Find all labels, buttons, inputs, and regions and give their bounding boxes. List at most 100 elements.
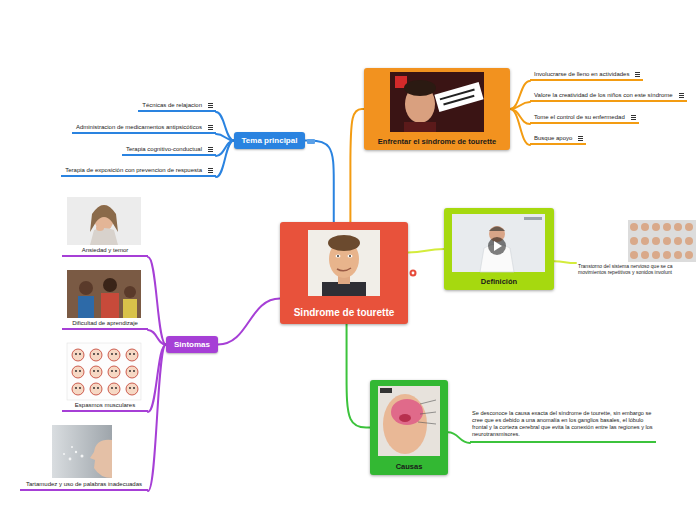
branch-connector xyxy=(347,324,370,428)
symptom-caption: Ansiedad y temor xyxy=(62,247,148,257)
spasm-cartoons-part xyxy=(133,387,135,389)
speech-photo-part xyxy=(69,458,72,461)
faces-thumbnail-part xyxy=(641,223,649,231)
brain-illustration xyxy=(378,386,440,456)
spasm-cartoons-part xyxy=(90,349,102,361)
coping-photo-part xyxy=(443,95,474,106)
link-icon xyxy=(307,139,315,144)
anxiety-photo-part xyxy=(96,225,104,231)
branch-connector xyxy=(216,134,234,141)
brain-illustration-part xyxy=(380,388,392,393)
faces-thumbnail-part xyxy=(674,251,682,259)
definition-note: Transtorno del sistema nervioso que se c… xyxy=(576,263,694,279)
node-text: Administracion de medicamentos antipsicó… xyxy=(76,124,202,130)
spasm-cartoons-part xyxy=(90,383,102,395)
spasm-cartoons-part xyxy=(115,387,117,389)
coping-photo-part xyxy=(395,76,407,88)
central-topic: Sindrome de tourette xyxy=(280,222,408,324)
speech-photo-part xyxy=(71,446,73,448)
learning-photo-part xyxy=(78,296,94,318)
subtopic: Terapia de exposición con prevencion de … xyxy=(61,167,216,177)
branch-connector xyxy=(554,261,576,263)
spasm-cartoons-part xyxy=(133,353,135,355)
speech-photo xyxy=(52,425,112,478)
node-text: Enfrentar el síndrome de tourette xyxy=(378,137,496,146)
subtopic: Técnicas de relajacion xyxy=(138,102,216,112)
learning-photo-part xyxy=(101,293,119,318)
anxiety-photo xyxy=(67,197,141,245)
node-text: Busque apoyo xyxy=(534,135,572,141)
spasm-cartoons-part xyxy=(126,383,138,395)
faces-thumbnail xyxy=(628,220,696,262)
faces-thumbnail-part xyxy=(652,223,660,231)
branch-card: Causas xyxy=(370,380,448,475)
spasm-cartoons-part xyxy=(67,343,141,400)
spasm-cartoons-part xyxy=(72,366,84,378)
definition-video-part xyxy=(524,217,542,220)
spasm-cartoons-part xyxy=(111,353,113,355)
spasm-cartoons-part xyxy=(108,383,120,395)
learning-photo-part xyxy=(103,278,117,292)
spasm-cartoons-part xyxy=(72,349,84,361)
hub-photo-part xyxy=(322,282,366,296)
brain-illustration-part xyxy=(383,394,427,454)
speech-photo-part xyxy=(81,455,84,458)
faces-thumbnail-part xyxy=(628,220,696,262)
definition-video-part xyxy=(494,241,502,251)
definition-video xyxy=(452,214,545,272)
hub-photo-part xyxy=(337,255,339,257)
node-text: Técnicas de relajacion xyxy=(142,102,202,108)
node-text: Definición xyxy=(481,277,517,286)
faces-thumbnail-part xyxy=(674,223,682,231)
hub-photo-part xyxy=(349,255,351,257)
symptom-caption: Dificultad de aprendizaje xyxy=(62,320,148,330)
spasm-cartoons-part xyxy=(93,370,95,372)
hub-side-icon-part xyxy=(412,272,415,275)
anxiety-photo-part xyxy=(94,205,114,231)
subtopic: Valore la creatividad de los niños con e… xyxy=(530,92,687,102)
spasm-cartoons-part xyxy=(79,387,81,389)
spasm-cartoons-part xyxy=(126,349,138,361)
branch-connector xyxy=(148,330,166,345)
definition-video-part xyxy=(489,227,505,232)
spasm-cartoons-part xyxy=(93,353,95,355)
branch-connector xyxy=(218,299,280,345)
spasm-cartoons-part xyxy=(111,370,113,372)
spasm-cartoons-part xyxy=(97,387,99,389)
node-text: Tartamudez y uso de palabras inadecuadas xyxy=(22,481,146,487)
spasm-cartoons-part xyxy=(129,370,131,372)
faces-thumbnail-part xyxy=(630,223,638,231)
faces-thumbnail-part xyxy=(630,251,638,259)
symptom-caption: Tartamudez y uso de palabras inadecuadas xyxy=(20,481,148,491)
faces-thumbnail-part xyxy=(685,251,693,259)
hub-photo-part xyxy=(308,230,380,296)
branch-card: Definición xyxy=(444,208,554,290)
brain-illustration-part xyxy=(418,422,436,424)
node-text: Se desconoce la causa exacta del síndrom… xyxy=(472,410,654,438)
spasm-cartoons-part xyxy=(97,353,99,355)
branch-connector xyxy=(148,345,166,492)
branch-topic: Sintomas xyxy=(166,336,218,353)
hub-photo-part xyxy=(337,268,351,271)
anxiety-photo-part xyxy=(90,205,118,232)
node-text: Tema principal xyxy=(242,136,298,145)
spasm-cartoons-part xyxy=(129,387,131,389)
subtopic: Busque apoyo xyxy=(530,135,586,145)
coping-photo-part xyxy=(434,82,483,112)
spasm-cartoons-part xyxy=(75,387,77,389)
speech-photo-part xyxy=(63,453,65,455)
coping-photo-part xyxy=(405,85,435,123)
faces-thumbnail-part xyxy=(685,237,693,245)
learning-photo-part xyxy=(124,286,136,298)
coping-photo-part xyxy=(404,122,436,132)
speech-photo-part xyxy=(90,440,112,478)
spasm-cartoons-part xyxy=(108,366,120,378)
node-text: Sindrome de tourette xyxy=(294,307,395,318)
node-text: Terapia cognitivo-conductual xyxy=(126,146,202,152)
brain-illustration-part xyxy=(378,386,440,456)
brain-illustration-part xyxy=(420,400,436,404)
subtopic: Terapia cognitivo-conductual xyxy=(122,146,216,156)
learning-photo-part xyxy=(67,270,141,318)
